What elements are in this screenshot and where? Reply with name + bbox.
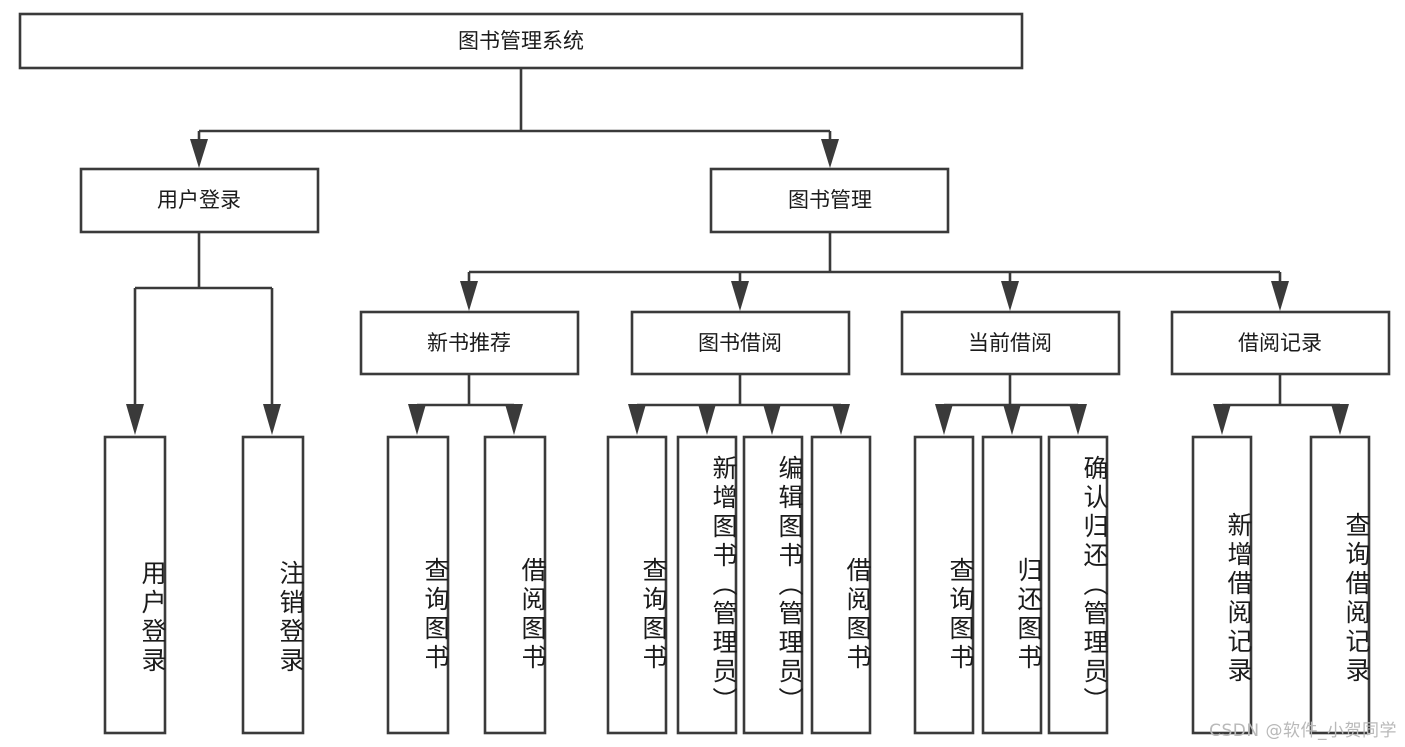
leaf-box-add-record[interactable] (1191, 435, 1253, 735)
leaf-box-query-book-1[interactable] (386, 435, 450, 735)
node-current-borrow-label: 当前借阅 (968, 331, 1052, 355)
node-new-book-recommend-box[interactable] (359, 310, 580, 376)
node-book-borrow[interactable]: 图书借阅 (630, 310, 851, 376)
leaf-box-borrow-book-2[interactable] (810, 435, 872, 735)
arrowhead-book-borrow (731, 281, 749, 311)
node-book-manage-label: 图书管理 (788, 188, 872, 212)
leaf-box-add-book[interactable] (676, 435, 738, 735)
arrowhead-leaf-borrow-book-2 (832, 404, 850, 435)
arrowhead-user-login (190, 139, 208, 168)
node-root-label: 图书管理系统 (458, 29, 584, 53)
node-borrow-record-box[interactable] (1170, 310, 1391, 376)
leaf-box-query-book-2[interactable] (606, 435, 668, 735)
leaf-box-confirm-return[interactable] (1047, 435, 1109, 735)
node-book-manage[interactable]: 图书管理 (709, 167, 950, 234)
arrowhead-leaf-logout (263, 404, 281, 435)
connector-group-root-to-level1 (190, 68, 839, 168)
node-book-manage-box[interactable] (709, 167, 950, 234)
node-new-book-recommend-label: 新书推荐 (427, 331, 511, 355)
leaf-box-edit-book[interactable] (742, 435, 804, 735)
node-new-book-recommend[interactable]: 新书推荐 (359, 310, 580, 376)
arrowhead-leaf-add-record (1213, 404, 1231, 435)
arrowhead-leaf-query-book-1 (408, 404, 426, 435)
node-borrow-record-label: 借阅记录 (1238, 331, 1322, 355)
node-root-box[interactable] (18, 12, 1024, 70)
arrowhead-leaf-add-book (698, 404, 716, 435)
arrowhead-borrow-record (1271, 281, 1289, 311)
leaf-box-query-record[interactable] (1309, 435, 1371, 735)
node-root[interactable]: 图书管理系统 (18, 12, 1024, 70)
arrowhead-leaf-query-record (1331, 404, 1349, 435)
node-borrow-record[interactable]: 借阅记录 (1170, 310, 1391, 376)
node-user-login[interactable]: 用户登录 (79, 167, 320, 234)
leaf-box-query-book-3[interactable] (913, 435, 975, 735)
leaf-box-borrow-book-1[interactable] (483, 435, 547, 735)
node-user-login-label: 用户登录 (157, 188, 241, 212)
arrowhead-new-book-recommend (460, 281, 478, 311)
node-user-login-box[interactable] (79, 167, 320, 234)
leaf-box-logout[interactable] (241, 435, 305, 735)
arrowhead-leaf-confirm-return (1069, 404, 1087, 435)
arrowhead-leaf-borrow-book-1 (505, 404, 523, 435)
arrowhead-leaf-query-book-3 (935, 404, 953, 435)
node-current-borrow[interactable]: 当前借阅 (900, 310, 1121, 376)
node-current-borrow-box[interactable] (900, 310, 1121, 376)
connector-group-booklogin-to-leaves (126, 232, 281, 435)
connector-group-borrowrecord-to-leaves (1213, 374, 1349, 435)
arrowhead-leaf-edit-book (763, 404, 781, 435)
arrowhead-book-manage (821, 139, 839, 168)
arrowhead-leaf-return-book (1003, 404, 1021, 435)
connector-group-newbook-to-leaves (408, 374, 523, 435)
arrowhead-current-borrow (1001, 281, 1019, 311)
arrowhead-leaf-user-login (126, 404, 144, 435)
connector-group-bookborrow-to-leaves (628, 374, 850, 435)
node-book-borrow-box[interactable] (630, 310, 851, 376)
connector-group-bookmanage-to-level2 (460, 232, 1289, 311)
watermark-text: CSDN @软件_小贺同学 (1209, 721, 1397, 741)
connector-group-currentborrow-to-leaves (935, 374, 1087, 435)
node-book-borrow-label: 图书借阅 (698, 331, 782, 355)
leaf-box-return-book[interactable] (981, 435, 1043, 735)
arrowhead-leaf-query-book-2 (628, 404, 646, 435)
leaf-box-user-login[interactable] (103, 435, 167, 735)
